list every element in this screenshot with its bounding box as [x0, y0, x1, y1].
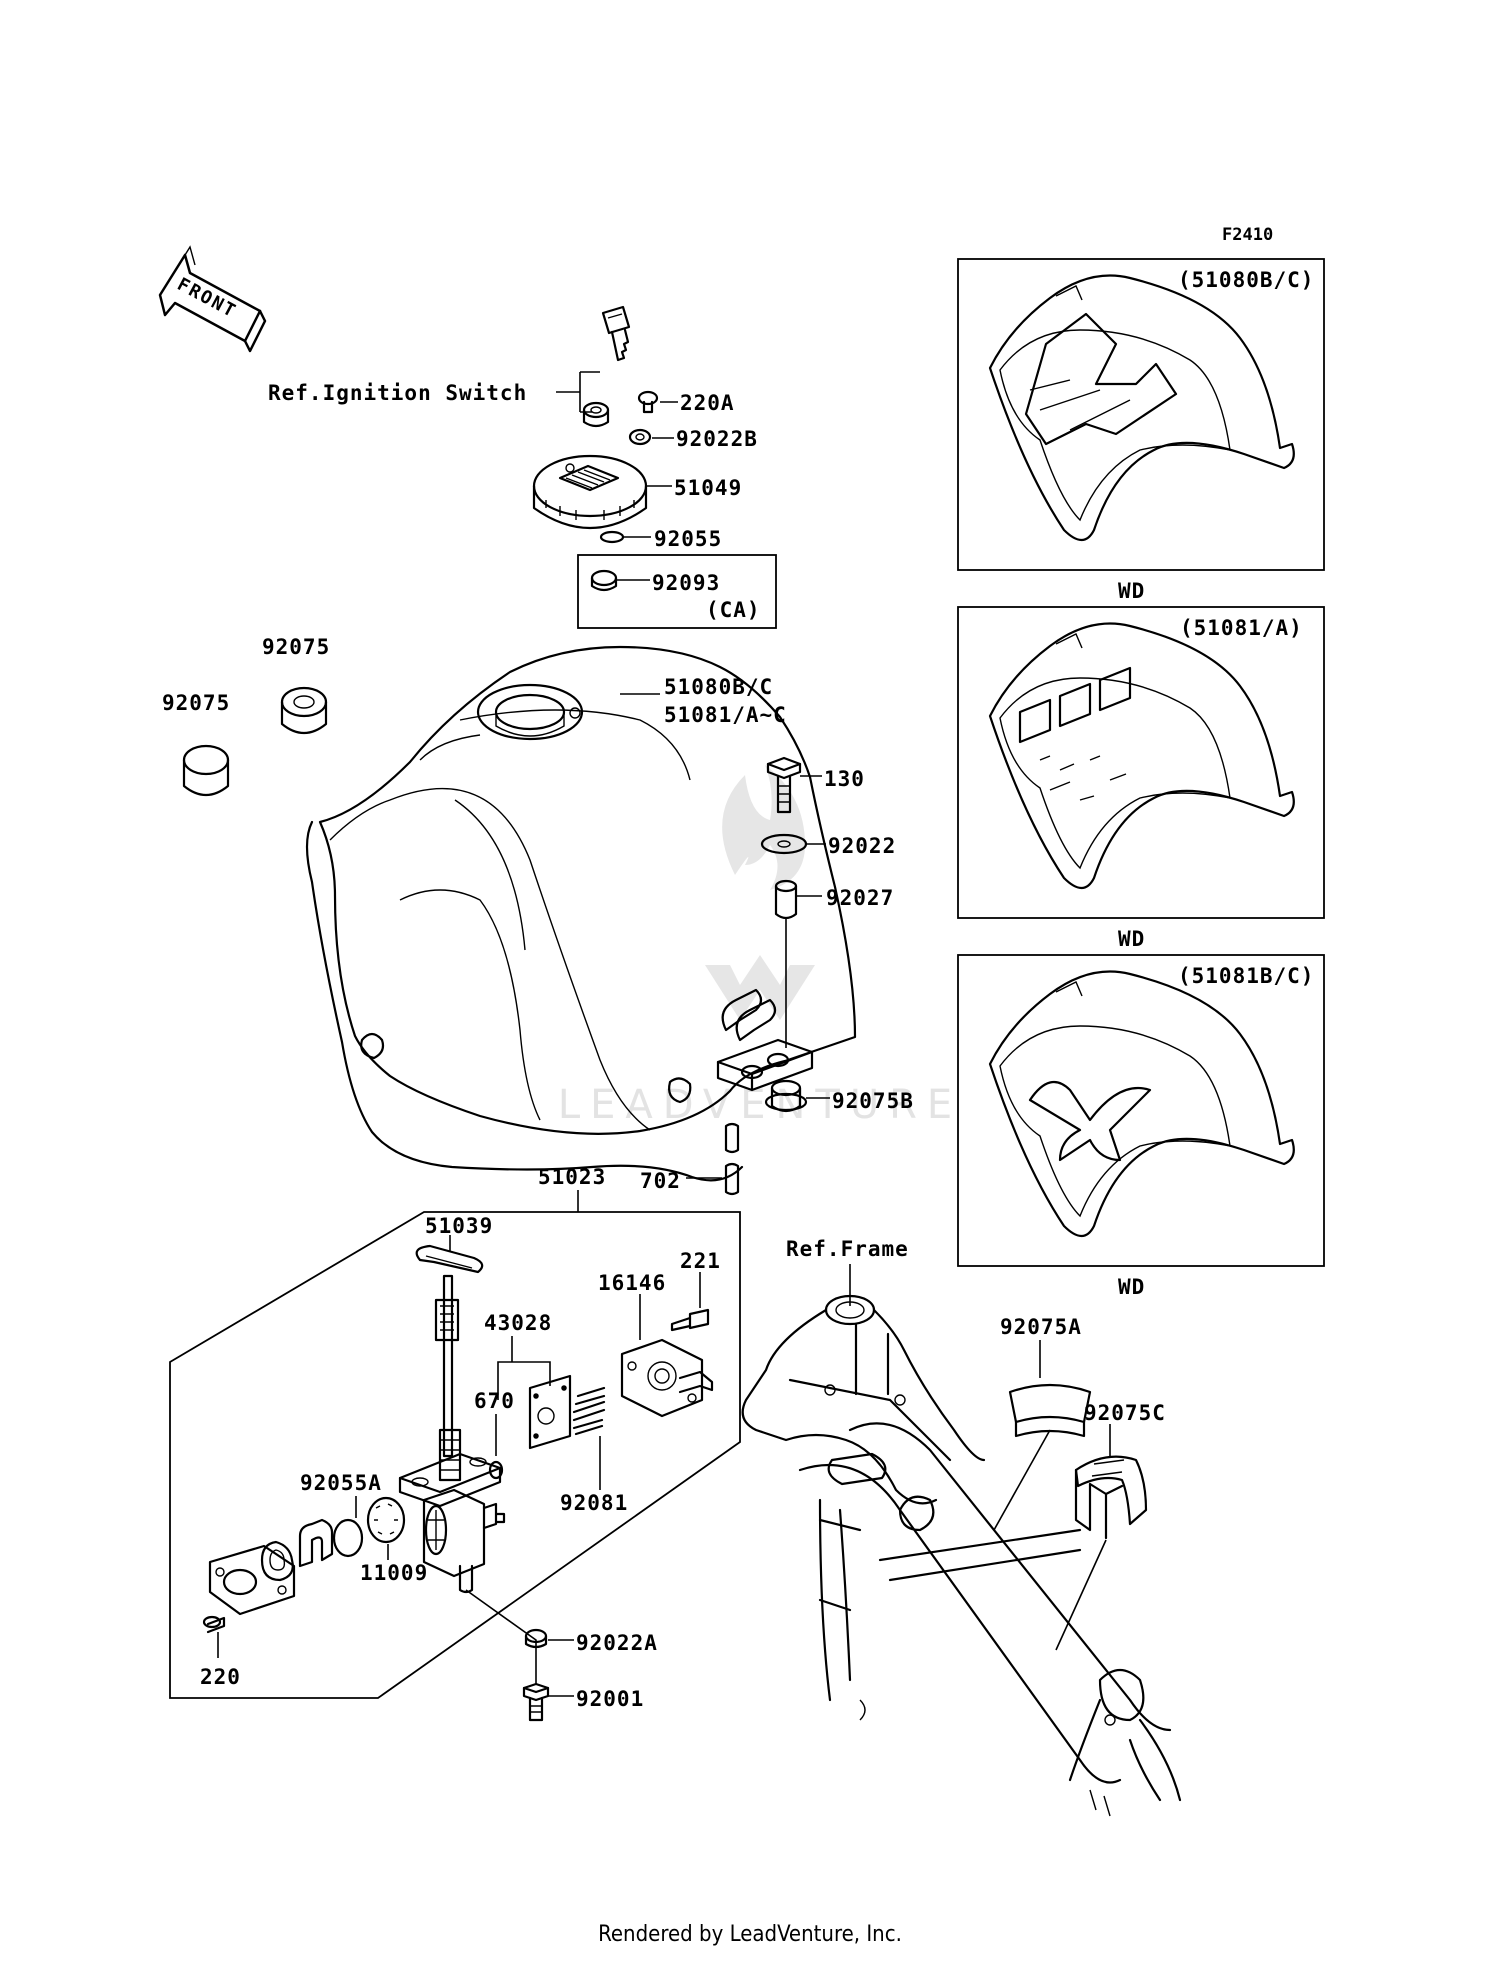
part-label-51080B-C: 51080B/C [664, 675, 773, 699]
bolt-130-icon [766, 756, 822, 814]
part-label-92075B: 92075B [832, 1089, 914, 1113]
part-label-51023: 51023 [538, 1165, 606, 1189]
frame-icon [741, 1294, 1182, 1817]
damper-92075-right-icon [280, 686, 328, 735]
footer-credit: Rendered by LeadVenture, Inc. [598, 1922, 902, 1947]
part-label-51049: 51049 [674, 476, 742, 500]
fuel-tank-icon [305, 645, 857, 1182]
ignition-cylinder-icon [582, 401, 610, 428]
inset-title-51081-A: (51081/A) [1180, 616, 1303, 640]
collar-92027-icon [774, 879, 822, 1048]
damper-92075-left-icon [182, 744, 230, 797]
front-arrow-icon: FRONT [158, 245, 267, 353]
part-label-92081: 92081 [560, 1491, 628, 1515]
damper-92075A-icon [993, 1340, 1092, 1531]
inset-box-51080B-C: (51080B/C) [957, 258, 1325, 571]
part-label-92055: 92055 [654, 527, 722, 551]
fuel-valve-body-icon [398, 1452, 537, 1684]
spring-92081-icon [572, 1386, 606, 1490]
seal-plate-icon [208, 1540, 296, 1616]
damper-92075C-icon [1055, 1424, 1148, 1651]
part-label-130: 130 [824, 767, 865, 791]
washer-92022B-icon [628, 428, 674, 446]
inset-caption-2: WD [1118, 927, 1145, 951]
screw-220-icon [202, 1615, 226, 1658]
part-label-16146: 16146 [598, 1271, 666, 1295]
part-label-92022A: 92022A [576, 1631, 658, 1655]
part-label-92001: 92001 [576, 1687, 644, 1711]
screw-221-icon [670, 1272, 710, 1332]
part-label-51081-A-C: 51081/A~C [664, 703, 787, 727]
inset-title-51080B-C: (51080B/C) [1178, 268, 1314, 292]
diaphragm-43028-icon [497, 1336, 572, 1450]
part-label-702: 702 [640, 1169, 681, 1193]
part-label-92093: 92093 [652, 571, 720, 595]
part-label-43028: 43028 [484, 1311, 552, 1335]
fuel-cap-51049-icon [532, 454, 672, 530]
part-label-670: 670 [474, 1389, 515, 1413]
part-label-92075C: 92075C [1084, 1401, 1166, 1425]
ca-box: 92093 (CA) [577, 554, 777, 629]
part-label-220: 220 [200, 1665, 241, 1689]
ref-ignition-switch-label: Ref.Ignition Switch [268, 381, 527, 405]
gasket-51039-icon [415, 1235, 484, 1274]
pin-702-icon [686, 1122, 740, 1196]
part-label-92075A: 92075A [1000, 1315, 1082, 1339]
inset-box-51081B-C: (51081B/C) [957, 954, 1325, 1267]
part-label-220A: 220A [680, 391, 735, 415]
part-label-11009: 11009 [360, 1561, 428, 1585]
ref-frame-label: Ref.Frame [786, 1237, 909, 1261]
screw-220A-icon [637, 390, 678, 414]
ignition-key-icon [601, 305, 631, 362]
washer-92022-icon [760, 833, 826, 855]
fuel-strainer-icon [434, 1274, 462, 1482]
gasket-11009-icon [366, 1496, 406, 1560]
part-label-92027: 92027 [826, 886, 894, 910]
cover-16146-icon [620, 1294, 714, 1418]
figure-code: F2410 [1222, 225, 1273, 245]
inset-title-51081B-C: (51081B/C) [1178, 964, 1314, 988]
damper-92075B-icon [764, 1079, 830, 1113]
oring-670-icon [488, 1414, 504, 1480]
part-label-92055A: 92055A [300, 1471, 382, 1495]
part-label-92022: 92022 [828, 834, 896, 858]
leadventure-watermark: LEADVENTURE [558, 765, 952, 1128]
part-label-92022B: 92022B [676, 427, 758, 451]
washer-92022A-icon [524, 1628, 574, 1649]
part-label-221: 221 [680, 1249, 721, 1273]
inset-caption-3: WD [1118, 1275, 1145, 1299]
ca-note: (CA) [706, 598, 761, 622]
oring-92055-icon [599, 530, 651, 544]
lever-icon [298, 1518, 334, 1568]
inset-caption-1: WD [1118, 579, 1145, 603]
bolt-92001-icon [522, 1682, 574, 1722]
inset-box-51081-A: (51081/A) [957, 606, 1325, 919]
part-label-51039: 51039 [425, 1214, 493, 1238]
assembly-51023-outline [169, 1211, 741, 1699]
part-label-92075-right: 92075 [262, 635, 330, 659]
oring-92055A-icon [332, 1496, 364, 1558]
part-label-92075-left: 92075 [162, 691, 230, 715]
